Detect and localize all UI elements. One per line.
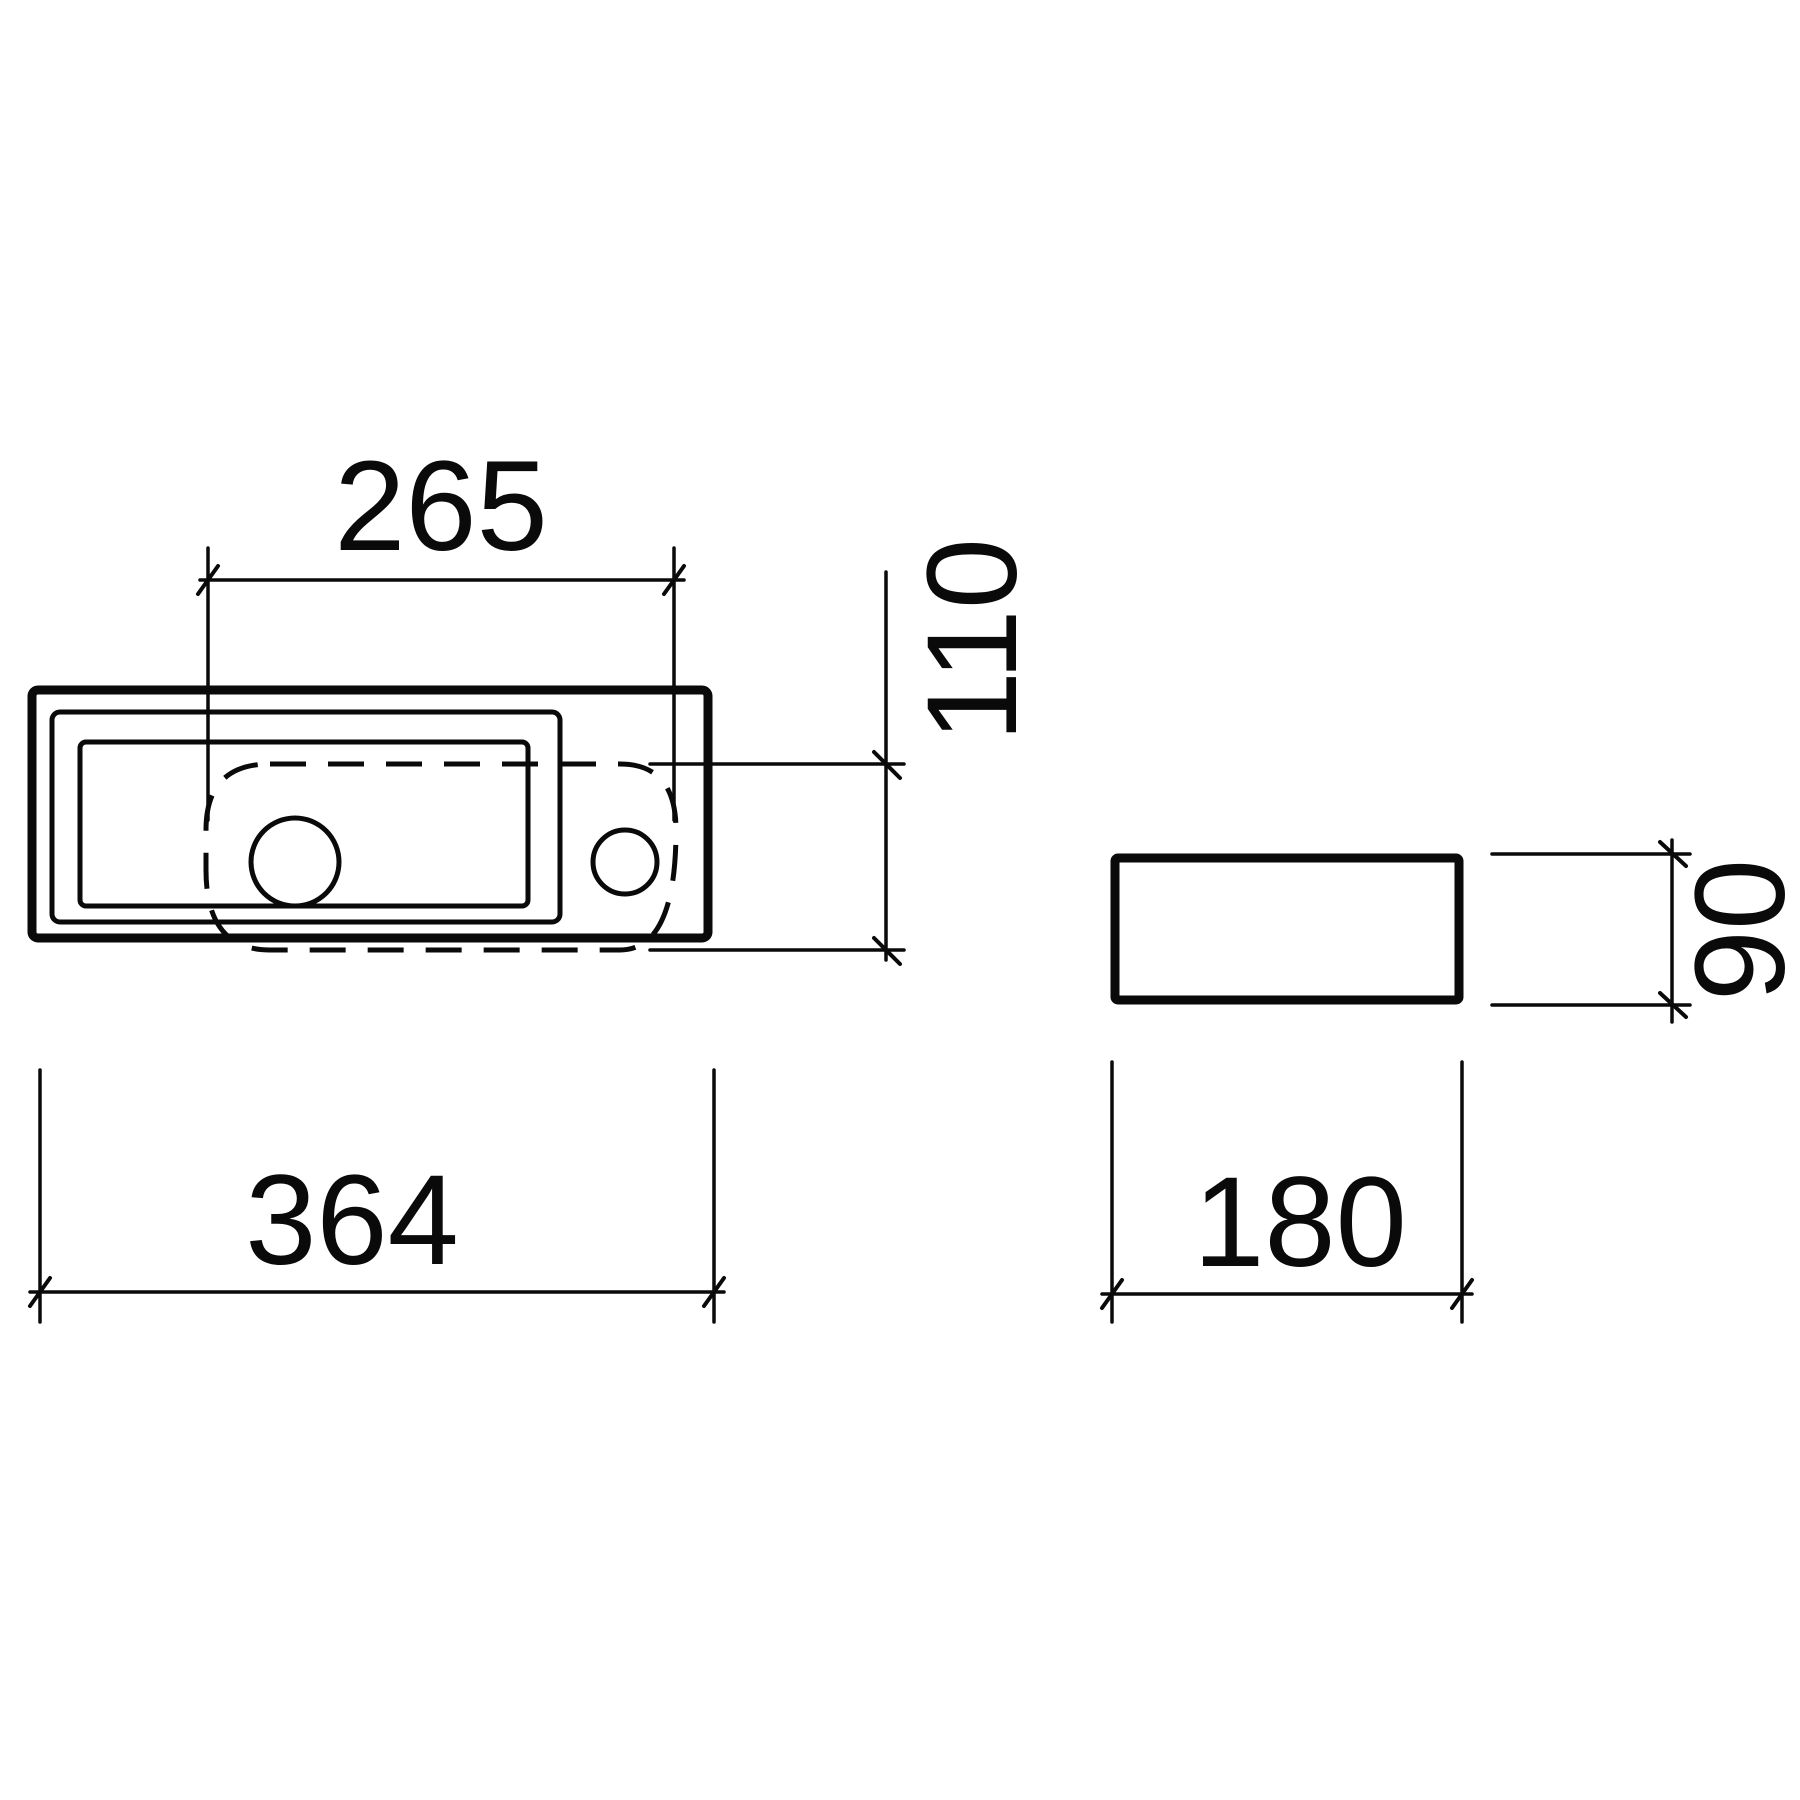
dimension-tick: [702, 1276, 726, 1308]
dimension-label-180: 180: [1193, 1151, 1407, 1294]
dimension-label-265: 265: [334, 435, 548, 578]
dimension-depth: 110: [648, 538, 1044, 966]
dimension-tick: [872, 750, 902, 780]
dimension-side-width: 180: [1100, 1060, 1474, 1324]
dimension-tick: [662, 564, 686, 596]
side-view-outline: [1110, 853, 1464, 1005]
dimension-overall-length: 364: [28, 1068, 726, 1324]
tap-hole-circle: [590, 827, 660, 897]
dimension-tick: [872, 936, 902, 966]
side-view: [1110, 853, 1464, 1005]
dimension-tick: [1100, 1278, 1124, 1310]
dimension-tick: [1658, 991, 1688, 1019]
top-view: [27, 685, 713, 953]
drain-hole-circle: [248, 815, 342, 909]
dimension-top-width: 265: [196, 435, 686, 822]
dimension-tick: [1450, 1278, 1474, 1310]
basin-outer-outline: [27, 685, 713, 943]
dimension-label-110: 110: [901, 538, 1044, 742]
dimension-label-364: 364: [245, 1149, 459, 1292]
dimension-label-90: 90: [1669, 859, 1800, 1001]
dimension-tick: [1658, 840, 1688, 868]
basin-rim-outline: [49, 709, 563, 925]
dimension-height: 90: [1490, 838, 1800, 1024]
dimension-tick: [196, 564, 220, 596]
basin-bowl-outline: [77, 739, 531, 909]
dimension-tick: [28, 1276, 52, 1308]
